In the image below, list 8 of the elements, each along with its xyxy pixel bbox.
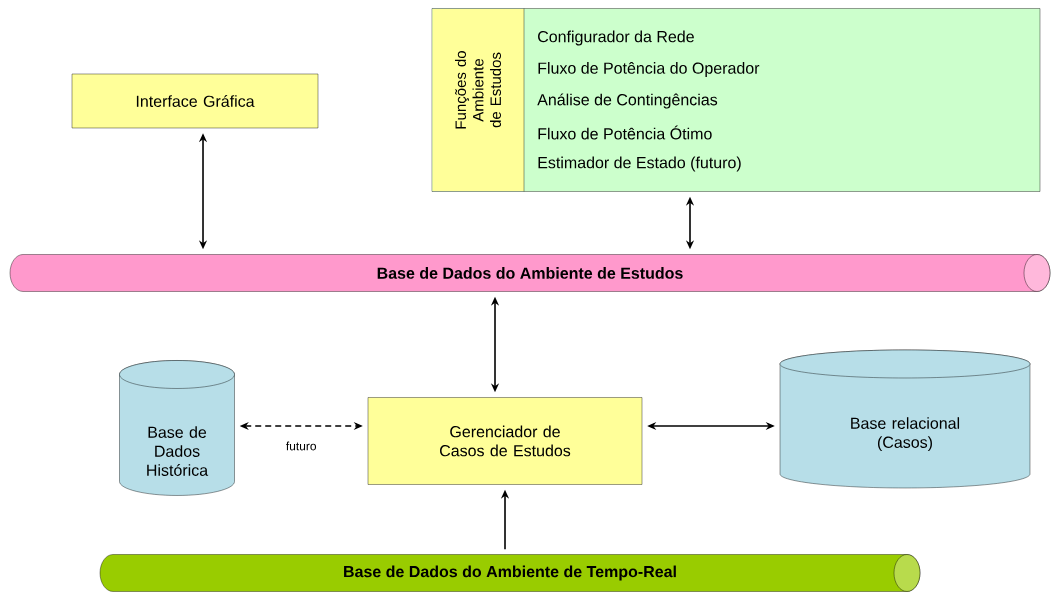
process-box: Gerenciador de Casos de Estudos [367, 397, 643, 485]
database-cylinder: Base relacional (Casos) [779, 349, 1031, 489]
pipe-bar: Base de Dados do Ambiente de Tempo-Real [99, 554, 921, 592]
function-panel: Funções do Ambiente de Estudos Configurador da Rede Fluxo de Potência do Operador Análise de Contingências Fluxo de Potência Ótimo Estimador de Estado (futuro) [431, 8, 1041, 192]
pipe-bar: Base de Dados do Ambiente de Estudos [9, 254, 1051, 292]
process-box: Interface Gráfica [71, 73, 319, 129]
database-cylinder: Base de Dados Histórica [119, 360, 235, 496]
edge-label: futuro [284, 440, 318, 452]
